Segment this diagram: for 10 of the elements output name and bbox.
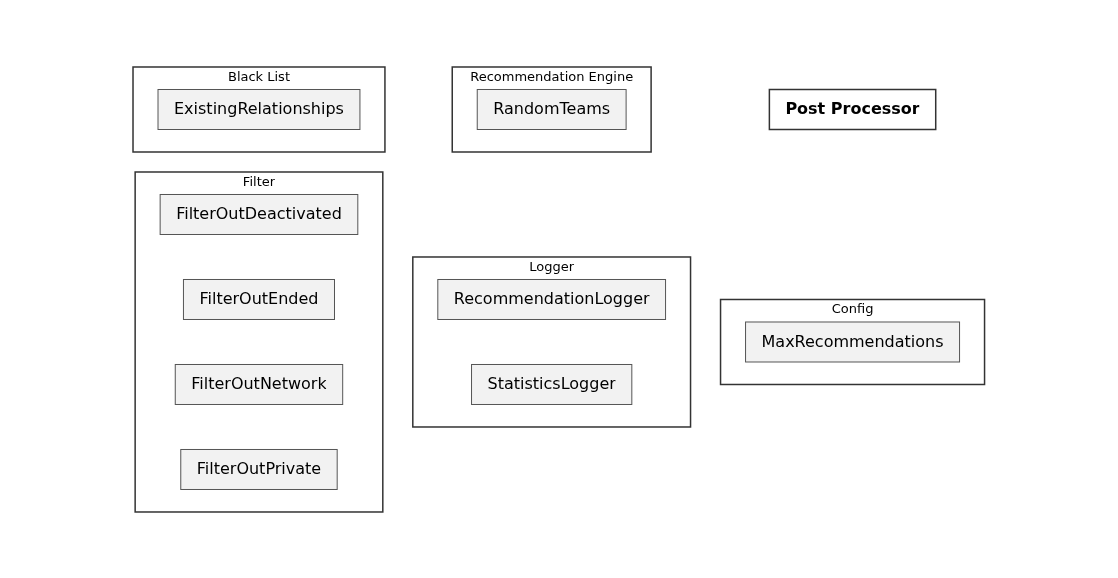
node-box: FilterOutPrivate [180, 448, 338, 490]
node-box: ExistingRelationships [157, 88, 361, 130]
node-box: StatisticsLogger [471, 363, 633, 405]
node-box: RecommendationLogger [437, 278, 667, 320]
node-box: FilterOutEnded [183, 278, 336, 320]
node-box: FilterOutNetwork [175, 363, 344, 405]
node-box: FilterOutDeactivated [159, 193, 359, 235]
node-box: RandomTeams [476, 88, 627, 130]
node-box: MaxRecommendations [745, 321, 961, 362]
node-box: Post Processor [768, 88, 937, 130]
